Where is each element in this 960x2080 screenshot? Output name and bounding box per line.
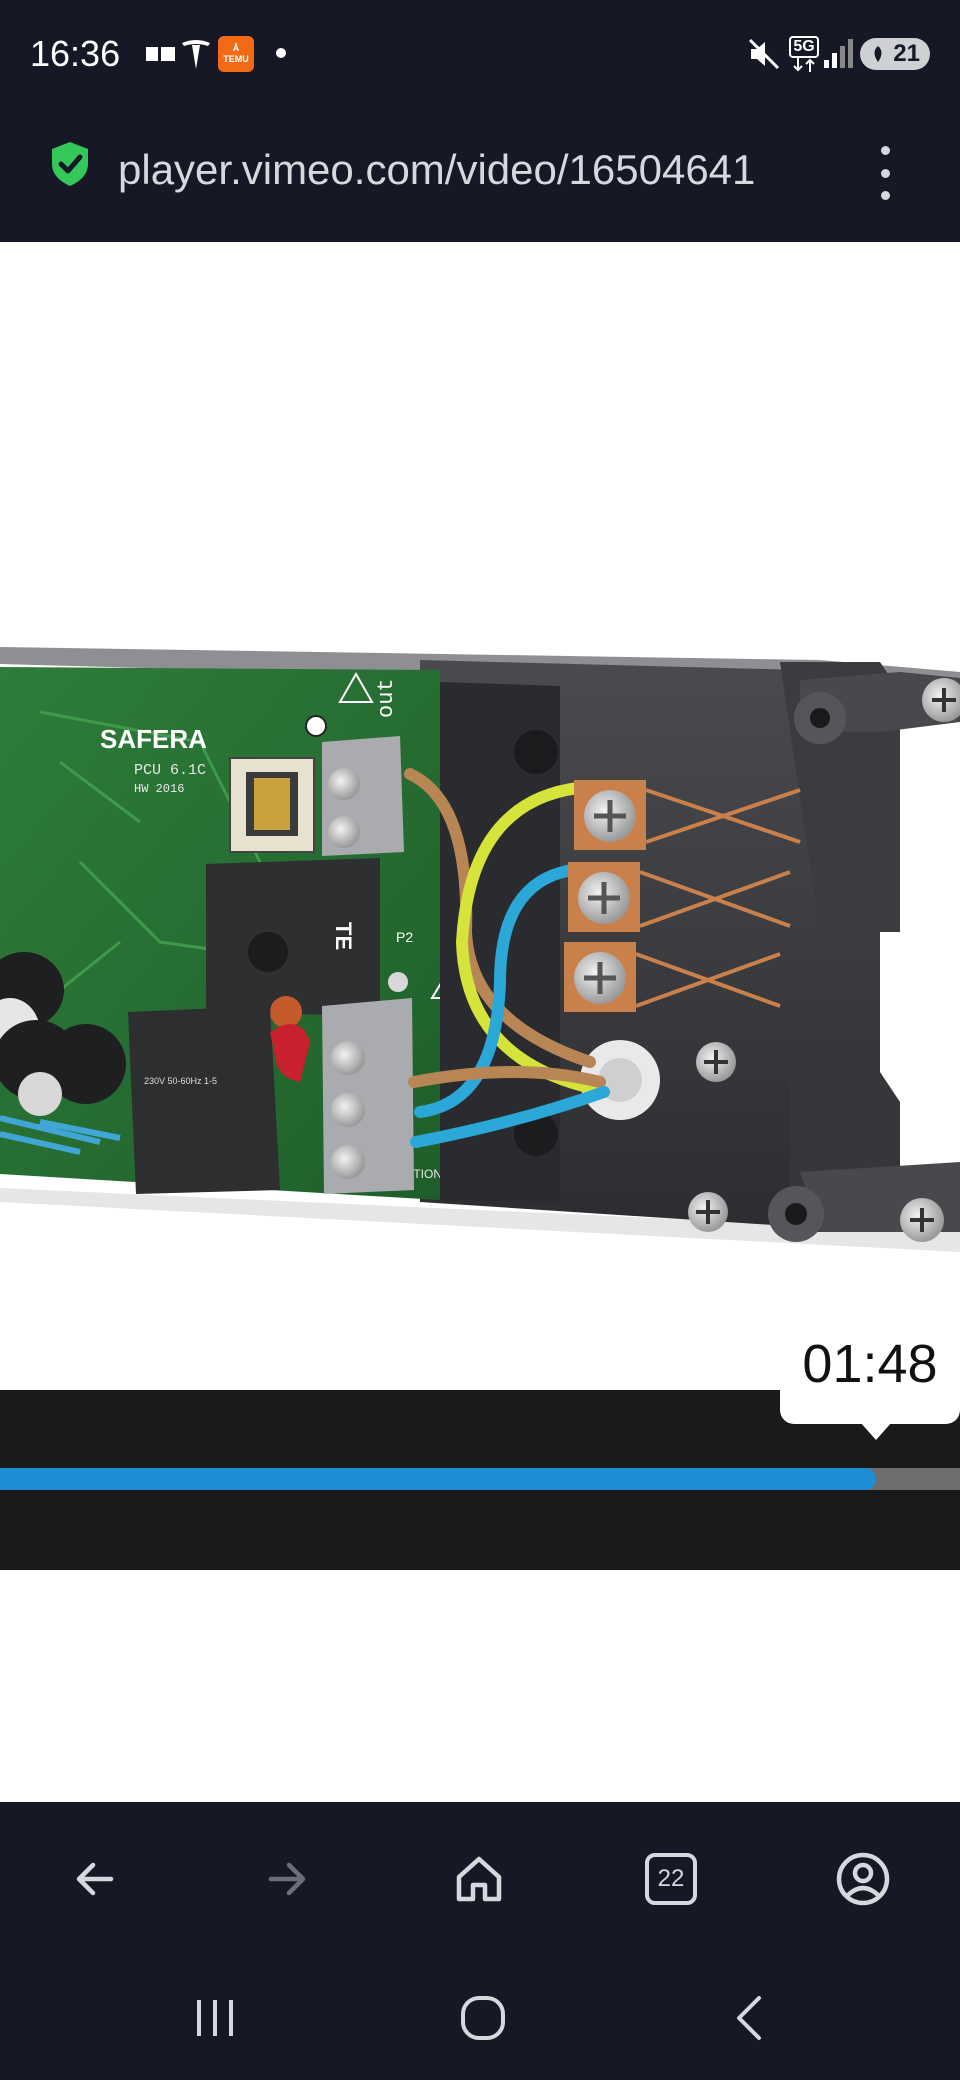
label-out-top: out [374,678,399,718]
arrow-right-icon [268,1862,306,1896]
signal-icon [822,34,854,74]
screen-cast-icon [146,34,176,74]
video-frame: SAFERA PCU 6.1C HW 2016 out P2 out INSTR… [0,647,960,1252]
pcb-model: PCU 6.1C [134,762,206,779]
url-text[interactable]: player.vimeo.com/video/16504641 [118,146,756,193]
recent-apps-button[interactable] [180,1988,250,2048]
home-icon [456,1856,502,1902]
notification-dot-icon [276,48,286,58]
battery-level: 21 [893,40,920,67]
temu-label-top: Å [232,43,240,53]
transformer-text: 230V 50-60Hz 1-5 [144,1076,217,1086]
terminal-row [564,780,801,1012]
home-circle-icon [461,1996,505,2040]
relay-brand: TE [331,922,356,950]
battery-saver-icon [874,46,882,62]
system-navigation [0,1954,960,2080]
seek-progress[interactable] [0,1468,877,1490]
video-player[interactable]: SAFERA PCU 6.1C HW 2016 out P2 out INSTR… [0,242,960,1390]
browser-toolbar: 22 [0,1802,960,1954]
tabs-button[interactable]: 22 [636,1844,706,1914]
status-bar: 16:36 Å TEMU 5G 21 [0,0,960,104]
time-tooltip: 01:48 [780,1322,960,1440]
label-p2: P2 [396,929,413,945]
tabs-count: 22 [645,1853,697,1905]
url-bar[interactable]: player.vimeo.com/video/16504641 [0,104,960,242]
recents-icon [197,2000,233,2036]
pcb-hw: HW 2016 [134,782,184,796]
url-fade [820,134,880,206]
home-button[interactable] [444,1844,514,1914]
back-button[interactable] [60,1844,130,1914]
account-icon [836,1852,890,1906]
network-5g-icon: 5G [786,34,822,74]
network-label: 5G [789,36,819,58]
arrow-left-icon [76,1862,114,1896]
account-button[interactable] [828,1844,898,1914]
mute-icon [746,34,782,74]
status-time: 16:36 [30,33,121,74]
home-system-button[interactable] [448,1988,518,2048]
page-blank-area [0,1570,960,1802]
pcb-brand: SAFERA [100,724,207,754]
tesla-icon [178,34,214,74]
chevron-left-icon [737,1996,761,2040]
temu-icon: Å TEMU [218,36,254,72]
back-system-button[interactable] [716,1988,786,2048]
temu-label: TEMU [223,54,249,64]
more-options-icon[interactable] [872,146,898,200]
forward-button[interactable] [252,1844,322,1914]
seek-track[interactable] [0,1468,960,1490]
battery-indicator: 21 [860,38,930,70]
secure-shield-icon[interactable] [48,140,92,188]
